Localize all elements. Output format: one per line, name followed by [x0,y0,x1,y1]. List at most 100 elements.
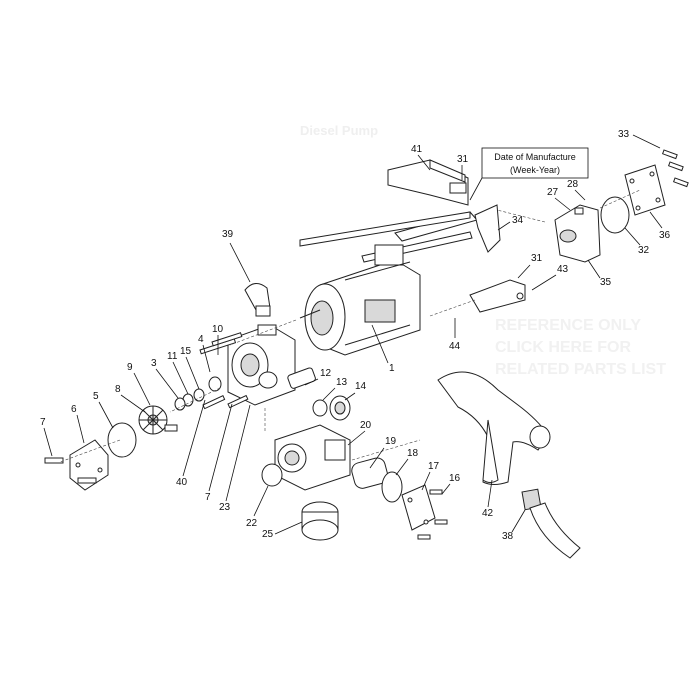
callout-14[interactable]: 14 [344,381,367,401]
hose-part-38 [521,488,581,559]
svg-text:5: 5 [93,391,99,402]
callout-23[interactable]: 23 [219,404,251,513]
svg-text:27: 27 [547,187,559,198]
svg-text:35: 35 [600,277,612,288]
screw-part-7-left [44,457,64,464]
svg-text:14: 14 [355,381,367,392]
bracket-part-34 [474,204,501,253]
svg-text:7: 7 [40,417,46,428]
nozzle-boot-part-41 [387,159,469,206]
callout-3[interactable]: 3 [151,358,179,399]
callout-15[interactable]: 15 [180,346,200,390]
svg-text:12: 12 [320,368,332,379]
callout-9[interactable]: 9 [127,362,151,406]
motor-part-1 [299,244,421,356]
svg-text:43: 43 [557,264,569,275]
svg-text:7: 7 [205,492,211,503]
svg-text:41: 41 [411,144,423,155]
svg-text:23: 23 [219,502,231,513]
callout-11[interactable]: 11 [167,351,189,395]
pump-housing [227,324,296,406]
date-box-line-1: Date of Manufacture [494,152,576,162]
svg-text:31: 31 [531,253,543,264]
callout-7-right[interactable]: 7 [205,403,233,503]
fitting-part-25 [301,501,339,541]
screws-part-16 [417,489,448,540]
callout-4[interactable]: 4 [198,334,211,373]
callout-31-top[interactable]: 31 [457,154,469,180]
callout-38[interactable]: 38 [502,509,526,542]
svg-text:15: 15 [180,346,192,357]
callout-39[interactable]: 39 [222,229,251,283]
bracket-part-43 [469,279,526,313]
callout-41[interactable]: 41 [411,144,431,171]
callout-18[interactable]: 18 [395,448,419,476]
callout-16[interactable]: 16 [441,473,461,495]
watermark-line-3: RELATED PARTS LIST [495,361,666,378]
filter-part-19 [351,457,389,489]
callout-32[interactable]: 32 [624,227,650,256]
callout-13[interactable]: 13 [322,377,348,401]
callout-36[interactable]: 36 [649,211,671,241]
screw-part-7-left-2 [77,477,97,484]
nozzle-part-42 [437,371,551,485]
date-box-line-2: (Week-Year) [510,165,560,175]
watermark-line-1: REFERENCE ONLY [495,317,641,334]
watermark-link[interactable]: REFERENCE ONLY CLICK HERE FOR RELATED PA… [495,317,666,378]
callout-27[interactable]: 27 [547,187,571,211]
callout-10[interactable]: 10 [212,324,224,355]
svg-text:9: 9 [127,362,133,373]
callout-25[interactable]: 25 [262,521,303,540]
svg-text:44: 44 [449,341,461,352]
callout-22[interactable]: 22 [246,485,269,529]
cap-part-14 [329,395,351,421]
callout-12[interactable]: 12 [304,368,332,386]
elbow-part-39 [244,283,271,317]
callout-44[interactable]: 44 [449,318,461,352]
svg-text:31: 31 [457,154,469,165]
callout-43[interactable]: 43 [531,264,569,291]
cover-plate-part-36 [624,164,666,216]
svg-text:13: 13 [336,377,348,388]
date-of-manufacture-box: Date of Manufacture (Week-Year) [469,147,589,201]
callout-5[interactable]: 5 [93,391,114,429]
svg-text:36: 36 [659,230,671,241]
svg-text:28: 28 [567,179,579,190]
check-valve-part-12 [287,367,316,389]
callout-20[interactable]: 20 [347,420,372,446]
callout-33[interactable]: 33 [618,129,661,149]
gasket-part-32 [600,196,630,234]
svg-text:16: 16 [449,473,461,484]
callout-17[interactable]: 17 [421,461,440,491]
callout-1[interactable]: 1 [371,324,395,374]
callout-19[interactable]: 19 [369,436,397,469]
strainer-cover-part-17 [401,484,436,531]
callout-6[interactable]: 6 [71,404,85,444]
svg-text:8: 8 [115,384,121,395]
svg-text:19: 19 [385,436,397,447]
gasket-part-22 [261,463,283,487]
svg-text:42: 42 [482,508,494,519]
callout-7-left[interactable]: 7 [40,417,53,457]
svg-text:11: 11 [167,351,178,362]
callout-34[interactable]: 34 [497,215,524,231]
callout-42[interactable]: 42 [482,479,494,519]
callout-28[interactable]: 28 [567,179,586,201]
svg-text:6: 6 [71,404,77,415]
impeller-part-8 [138,405,178,435]
svg-text:39: 39 [222,229,234,240]
watermark-line-2: CLICK HERE FOR [495,339,631,356]
callout-35[interactable]: 35 [587,259,612,288]
alignment-lines [59,189,641,463]
outlet-body-part-20 [274,424,351,491]
svg-text:34: 34 [512,215,524,226]
bolts-part-40 [202,394,249,410]
o-ring-part-18 [381,471,403,503]
callout-8[interactable]: 8 [115,384,146,413]
seal-parts-3-11-15 [174,376,222,411]
callout-31-mid[interactable]: 31 [517,253,543,279]
svg-text:22: 22 [246,518,258,529]
switch-housing-part-35 [554,204,601,263]
svg-text:1: 1 [389,363,395,374]
callout-40[interactable]: 40 [176,399,206,488]
